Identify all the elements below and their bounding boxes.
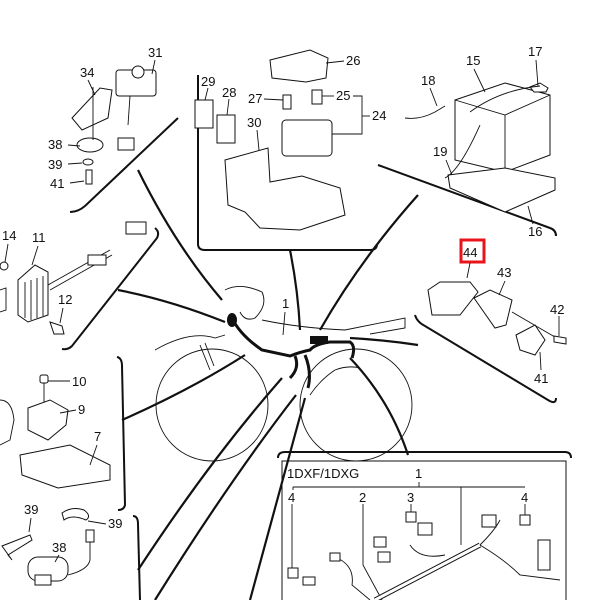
- part-label-29: 38: [48, 137, 62, 152]
- inset-title: 1DXF/1DXG: [287, 466, 359, 481]
- pointer-arrow: [117, 288, 226, 324]
- inset-label-3: 3: [407, 490, 414, 505]
- panel-inset: [277, 451, 572, 459]
- part-group-rectifier: [0, 221, 147, 335]
- wire-harness: [230, 317, 356, 359]
- part-label-43: 43: [497, 265, 511, 280]
- highlight-box-44: [459, 238, 486, 264]
- part-label-38: 38: [52, 540, 66, 555]
- part-label-44[interactable]: 44: [463, 245, 477, 260]
- motorcycle-outline: [154, 286, 413, 462]
- part-label-21: 25: [336, 88, 350, 103]
- part-label-20: 24: [372, 108, 386, 123]
- inset-label-1: 1: [415, 466, 422, 481]
- part-label-41: 41: [534, 371, 548, 386]
- front-wheel: [155, 348, 269, 462]
- part-group-starter-relay: [194, 49, 346, 231]
- part-label-31: 41: [50, 176, 64, 191]
- part-group-tilt-sensor: [0, 374, 111, 489]
- part-label-16: 16: [528, 224, 542, 239]
- harness-end-connector: [227, 313, 237, 327]
- pointer-arrow: [248, 397, 307, 600]
- pointer-arrow: [349, 336, 419, 347]
- inset-harness-detail: 1DXF/1DXG 1 4 2 3 4: [287, 466, 561, 600]
- part-label-28: 34: [80, 65, 94, 80]
- part-group-battery: [404, 82, 556, 213]
- part-label-11: 11: [32, 230, 46, 245]
- part-label-14: 14: [2, 228, 16, 243]
- part-label-10: 10: [72, 374, 86, 389]
- pointer-arrow: [137, 169, 223, 301]
- part-label-9: 9: [78, 402, 85, 417]
- part-label-12: 12: [58, 292, 72, 307]
- part-label-42: 42: [550, 302, 564, 317]
- part-label-30: 39: [48, 157, 62, 172]
- pointer-arrow: [288, 249, 302, 331]
- part-label-23: 27: [248, 91, 262, 106]
- part-label-15: 15: [466, 53, 480, 68]
- part-group-sensor: [427, 281, 567, 356]
- part-label-19: 19: [433, 144, 447, 159]
- inset-label-2: 2: [359, 490, 366, 505]
- panel-right: [414, 314, 557, 404]
- part-group-sensor-bracket: [71, 65, 157, 185]
- part-label-34: 39: [108, 516, 122, 531]
- inset-label-4b: 4: [521, 490, 528, 505]
- panel-top-left: [69, 117, 179, 213]
- part-label-24: 28: [222, 85, 236, 100]
- part-label-17: 17: [528, 44, 542, 59]
- part-group-bottom-left: [1, 508, 95, 586]
- part-label-22: 26: [346, 53, 360, 68]
- panel-left-mid: [61, 227, 160, 351]
- part-label-26: 30: [247, 115, 261, 130]
- harness-connector: [310, 336, 328, 344]
- rear-wheel: [299, 348, 413, 462]
- part-label-25: 29: [201, 74, 215, 89]
- part-label-39-text: 39: [24, 502, 38, 517]
- part-label-7: 7: [94, 429, 101, 444]
- part-label-27: 31: [148, 45, 162, 60]
- inset-label-4a: 4: [288, 490, 295, 505]
- pointer-arrow: [121, 354, 246, 422]
- part-label-1: 1: [282, 296, 289, 311]
- part-label-18: 18: [421, 73, 435, 88]
- pointer-arrow: [319, 194, 419, 331]
- inset-frame: [281, 460, 567, 600]
- panel-top-right: [377, 164, 557, 237]
- panel-left-low: [116, 356, 127, 511]
- panel-bottom-left: [132, 515, 141, 600]
- pointer-arrow: [137, 377, 283, 571]
- pointer-arrow: [154, 394, 297, 600]
- pointer-arrow: [349, 357, 410, 456]
